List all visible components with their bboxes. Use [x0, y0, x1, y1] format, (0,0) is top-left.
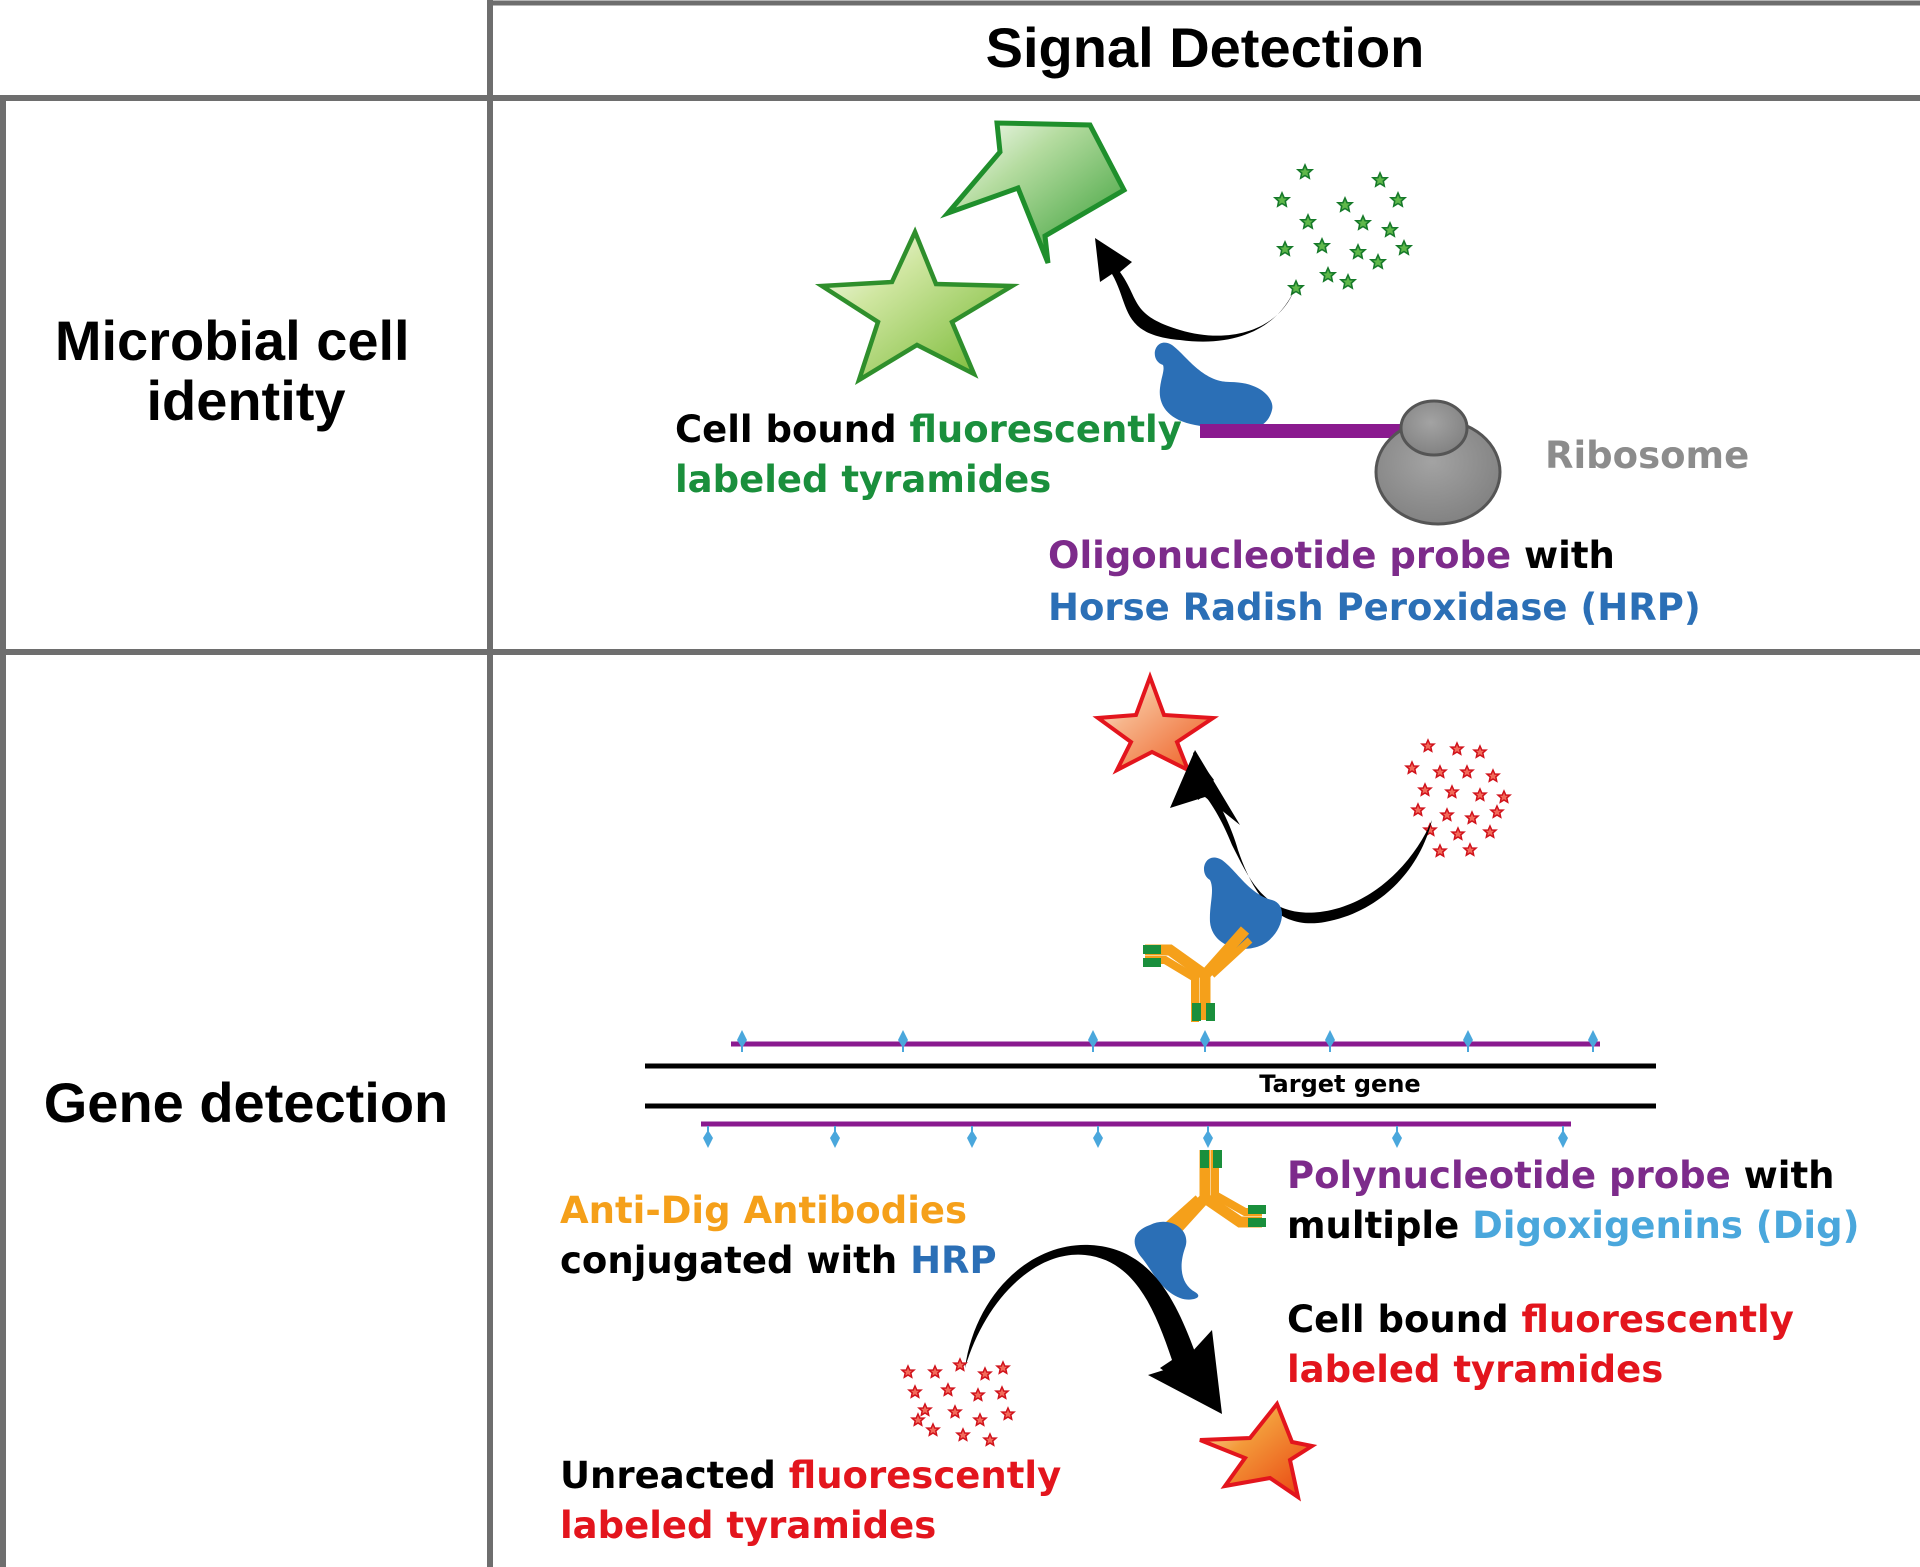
oligo-line2: Horse Radish Peroxidase (HRP) — [1048, 586, 1701, 629]
poly-purple: Polynucleotide probe — [1287, 1154, 1731, 1197]
unreacted-line2: labeled tyramides — [560, 1504, 936, 1547]
red-star-top — [1092, 671, 1220, 775]
antidig-orange: Anti-Dig Antibodies — [560, 1189, 967, 1232]
cell-bound-1-black: Cell bound — [675, 408, 909, 451]
cell-bound-2-line2: labeled tyramides — [1287, 1348, 1663, 1391]
unreacted-label: Unreacted fluorescently labeled tyramide… — [560, 1454, 1074, 1547]
digoxigenin-top — [736, 1029, 1599, 1053]
unreacted-green-tyramides — [1274, 164, 1412, 295]
ribosome-shape — [1374, 399, 1502, 526]
target-gene-label: Target gene — [1259, 1070, 1420, 1098]
row-label-microbial: Microbial cell identity — [55, 309, 425, 432]
header-title: Signal Detection — [986, 16, 1425, 79]
row-label-microbial-line2: identity — [146, 369, 345, 432]
antidig-line2-black: conjugated with — [560, 1239, 910, 1282]
oligo-purple: Oligonucleotide probe — [1048, 534, 1511, 577]
unreacted-black: Unreacted — [560, 1454, 789, 1497]
red-star-bottom — [1199, 1400, 1318, 1502]
hrp-enzyme-1 — [1154, 342, 1273, 431]
cell-bound-2-black: Cell bound — [1287, 1298, 1521, 1341]
large-green-star-left — [814, 226, 1020, 386]
reaction-arrow-2-head — [1170, 750, 1240, 825]
unreacted-red-tyramides-bottom — [901, 1358, 1015, 1446]
antidig-line2-blue: HRP — [910, 1239, 997, 1282]
anti-dig-label: Anti-Dig Antibodies conjugated with HRP — [560, 1189, 997, 1282]
poly-line2-blue: Digoxigenins (Dig) — [1472, 1204, 1859, 1247]
hrp-enzyme-3 — [1134, 1221, 1199, 1300]
row-label-microbial-line1: Microbial cell — [55, 309, 410, 372]
poly-black: with — [1731, 1154, 1835, 1197]
hrp-enzyme-2 — [1203, 857, 1283, 949]
ribosome-label: Ribosome — [1545, 434, 1749, 477]
unreacted-red-tyramides-top — [1405, 739, 1511, 857]
reaction-arrow-3 — [965, 1244, 1220, 1412]
cell-bound-label-1: Cell bound fluorescently labeled tyramid… — [675, 408, 1195, 501]
large-green-star-top — [940, 120, 1128, 264]
polynucleotide-probe-label: Polynucleotide probe with multiple Digox… — [1287, 1154, 1860, 1247]
oligo-black: with — [1511, 534, 1615, 577]
oligonucleotide-probe-label: Oligonucleotide probe with Horse Radish … — [1048, 534, 1701, 629]
cell-bound-1-line2: labeled tyramides — [675, 458, 1051, 501]
cell-bound-1-green: fluorescently — [909, 408, 1181, 451]
digoxigenin-bottom — [702, 1125, 1569, 1149]
reaction-arrow-3-head — [1148, 1330, 1222, 1414]
anti-dig-antibody-top — [1143, 926, 1253, 1022]
poly-line2-black: multiple — [1287, 1204, 1472, 1247]
cell-bound-label-2: Cell bound fluorescently labeled tyramid… — [1287, 1298, 1807, 1391]
cell-bound-2-red: fluorescently — [1521, 1298, 1793, 1341]
reaction-arrow-1 — [1095, 238, 1295, 342]
row-label-gene: Gene detection — [44, 1071, 449, 1134]
unreacted-red: fluorescently — [789, 1454, 1061, 1497]
